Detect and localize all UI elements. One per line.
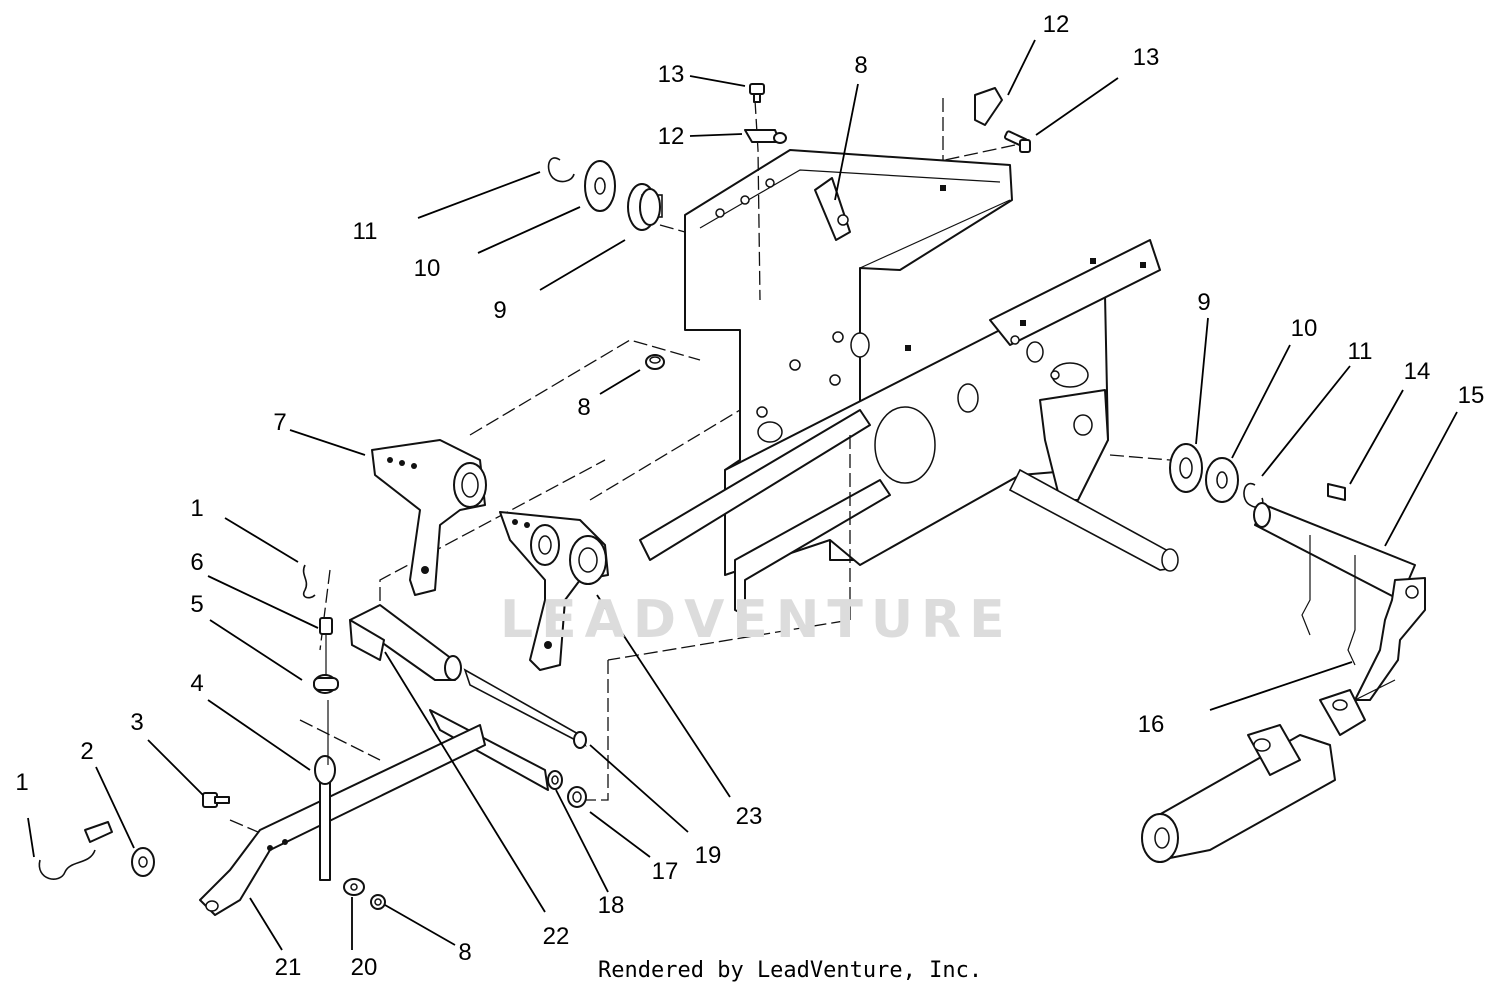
bolt-13-upper <box>749 83 765 103</box>
link-cylinder-16 <box>1141 679 1396 863</box>
bushing-9-left <box>627 183 663 231</box>
ferrule-5 <box>313 674 339 694</box>
callout-12-top: 12 <box>657 123 685 150</box>
callout-13-right: 13 <box>1132 44 1160 71</box>
bracket-8-top <box>814 177 851 241</box>
callout-3: 3 <box>130 709 144 736</box>
pin-6 <box>319 617 333 675</box>
clamp-12-left <box>744 129 787 144</box>
callout-11-left: 11 <box>352 218 378 245</box>
callout-10-left: 10 <box>413 255 441 282</box>
washer-2 <box>131 847 155 877</box>
shaft-15 <box>1253 502 1426 701</box>
callout-12-right: 12 <box>1042 11 1070 38</box>
rod-19 <box>463 668 587 749</box>
frame-assembly <box>639 149 1179 616</box>
callout-18: 18 <box>597 892 625 919</box>
washer-18 <box>547 770 563 790</box>
retaining-ring-11-left <box>547 157 575 183</box>
callout-23: 23 <box>735 803 763 830</box>
callout-13-top: 13 <box>657 61 685 88</box>
leader-lines <box>27 39 1458 951</box>
bolt-3 <box>202 792 230 808</box>
bolt-13-right <box>1003 130 1031 153</box>
hairpin-1-upper <box>302 564 316 599</box>
clamp-12-right <box>974 87 1003 126</box>
rendered-by-credit: Rendered by LeadVenture, Inc. <box>598 958 983 983</box>
key-14 <box>1327 483 1346 501</box>
callout-6: 6 <box>190 549 204 576</box>
hairpin-1-lower <box>38 849 96 880</box>
washer-20 <box>343 878 365 896</box>
nut-8-middle <box>645 354 665 370</box>
lever-21 <box>199 709 549 916</box>
callout-15: 15 <box>1457 382 1485 409</box>
callout-2: 2 <box>80 738 94 765</box>
callout-8-top: 8 <box>854 52 868 79</box>
lift-arm-23 <box>499 511 609 671</box>
washer-10-left <box>584 160 616 212</box>
adjuster-chain-4 <box>314 700 336 881</box>
shaft-22 <box>349 604 462 681</box>
callout-10-right: 10 <box>1290 315 1318 342</box>
callout-8-lower: 8 <box>458 939 472 966</box>
callout-1-lower: 1 <box>15 769 29 796</box>
bushing-9-right <box>1169 443 1203 493</box>
nut-8-lower <box>370 894 386 910</box>
pin-2 <box>84 821 113 843</box>
callout-5: 5 <box>190 591 204 618</box>
callout-14: 14 <box>1403 358 1431 385</box>
callout-17: 17 <box>651 858 679 885</box>
callout-19: 19 <box>694 842 722 869</box>
callout-4: 4 <box>190 670 204 697</box>
callout-9-left: 9 <box>493 297 507 324</box>
callout-8-middle: 8 <box>577 394 591 421</box>
lift-arm-7 <box>371 439 487 596</box>
callout-20: 20 <box>350 954 378 981</box>
callout-16: 16 <box>1137 711 1165 738</box>
callout-9-right: 9 <box>1197 289 1211 316</box>
callout-11-right: 11 <box>1347 338 1373 365</box>
watermark-text: LEADVENTURE <box>500 590 1013 650</box>
bushing-17 <box>567 786 587 808</box>
callout-7: 7 <box>273 409 287 436</box>
callout-21: 21 <box>274 954 302 981</box>
callout-22: 22 <box>542 923 570 950</box>
callout-1-upper: 1 <box>190 495 204 522</box>
washer-10-right <box>1205 457 1239 503</box>
